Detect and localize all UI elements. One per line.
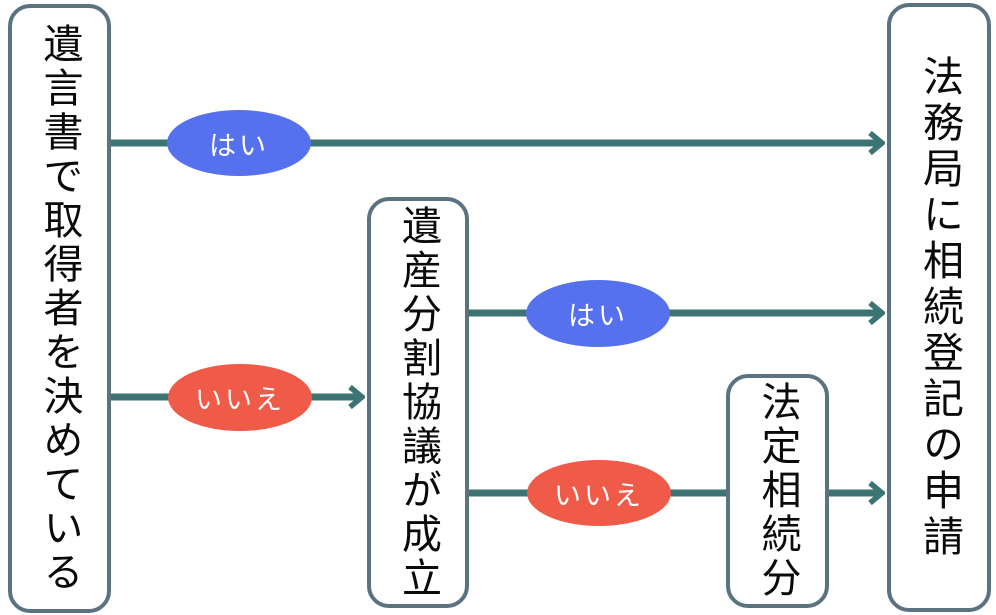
node-division-agreement: 遺産分割協議が成立: [367, 197, 469, 608]
node-statutory-share-label: 法定相続分: [755, 381, 800, 601]
edge-label-yes-will: はい: [167, 110, 311, 176]
edge-label-yes-will-text: はい: [209, 130, 269, 161]
edge-label-no-agreement: いいえ: [527, 460, 671, 526]
edge-label-no-will: いいえ: [168, 364, 312, 431]
edge-label-yes-agreement-text: はい: [568, 301, 628, 331]
edge-label-no-agreement-text: いいえ: [554, 480, 644, 511]
node-division-agreement-label: 遺産分割協議が成立: [396, 204, 440, 601]
node-will-decision: 遺言書で取得者を決めている: [8, 4, 111, 613]
node-statutory-share: 法定相続分: [726, 374, 829, 608]
edge-label-yes-agreement: はい: [526, 280, 670, 347]
edge-label-no-will-text: いいえ: [195, 385, 285, 415]
node-registration-application: 法務局に相続登記の申請: [887, 3, 991, 612]
node-registration-application-label: 法務局に相続登記の申請: [916, 54, 963, 561]
node-will-decision-label: 遺言書で取得者を決めている: [37, 22, 82, 595]
